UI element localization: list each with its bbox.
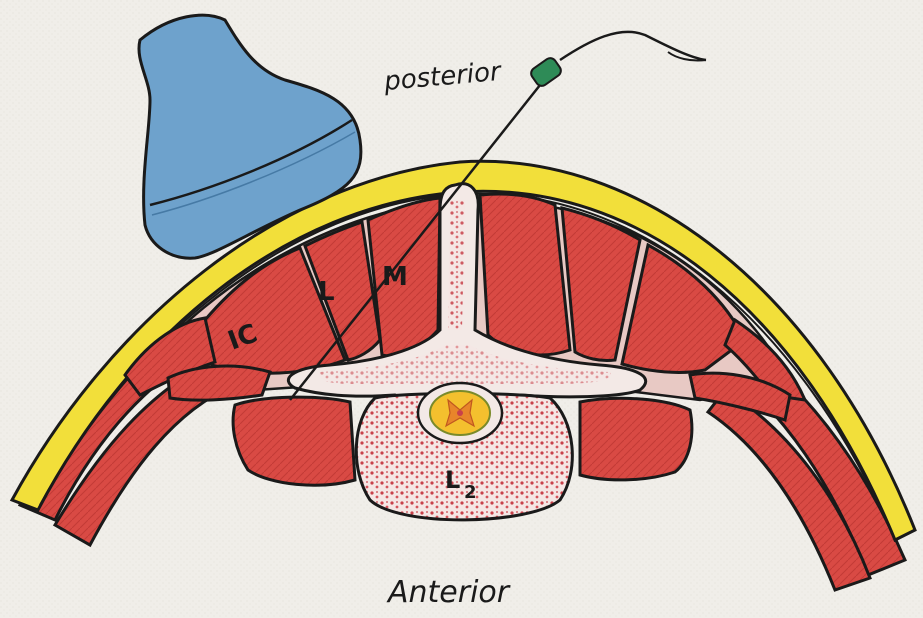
central-canal — [457, 410, 463, 416]
anterior-label: Anterior — [386, 575, 511, 610]
left-small-muscle — [168, 366, 270, 400]
l-muscle-label: L — [318, 277, 335, 307]
vertebra-label: L — [445, 466, 460, 494]
right-multifidus-muscle — [480, 194, 570, 355]
left-psoas-muscle — [233, 397, 355, 485]
right-psoas-muscle — [580, 398, 692, 480]
m-muscle-label: M — [382, 262, 408, 292]
vertebra-level-subscript: 2 — [464, 482, 477, 503]
